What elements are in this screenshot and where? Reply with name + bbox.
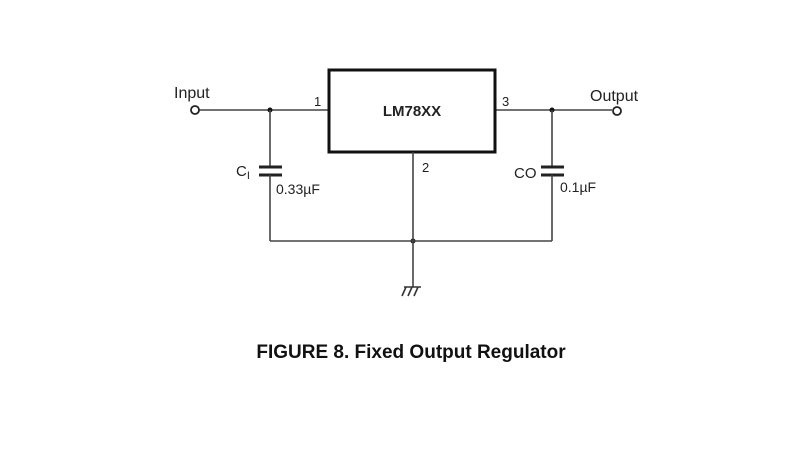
ground-icon: [401, 286, 421, 297]
co-name: CO: [514, 165, 537, 182]
input-terminal: [190, 105, 200, 115]
pin-2-label: 2: [422, 160, 429, 175]
co-value: 0.1µF: [560, 179, 596, 195]
figure-caption: FIGURE 8. Fixed Output Regulator: [256, 342, 566, 363]
regulator-ic: [327, 68, 497, 154]
input-label: Input: [174, 85, 210, 102]
pin-1-label: 1: [314, 94, 321, 109]
ci-value: 0.33µF: [276, 181, 320, 197]
output-terminal: [612, 106, 622, 116]
pin-3-label: 3: [502, 94, 509, 109]
ci-name: CI: [236, 163, 250, 182]
ic-label: LM78XX: [383, 103, 441, 120]
output-label: Output: [590, 88, 639, 105]
